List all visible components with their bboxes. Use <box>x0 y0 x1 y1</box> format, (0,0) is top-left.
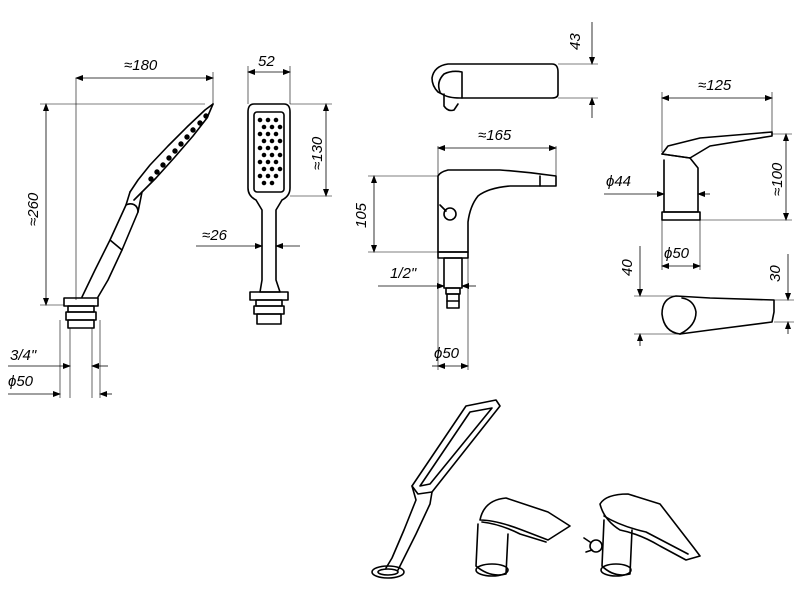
hand-shower-side-view: ≈180 ≈260 3/4" ϕ50 <box>8 57 214 398</box>
dim-mixer-body-dia: ϕ44 <box>606 173 631 190</box>
spout-top-view: 43 <box>431 22 598 118</box>
mixer-top-view: 40 30 <box>619 246 794 346</box>
hand-shower-front-view: 52 ≈130 ≈26 <box>196 53 332 325</box>
dim-mixer-length: ≈125 <box>698 77 732 94</box>
dim-head-height: ≈130 <box>309 136 326 170</box>
dim-mixer-base-dia: ϕ50 <box>664 245 690 262</box>
dim-hose-thread: 3/4" <box>10 347 37 364</box>
dim-hand-length: ≈180 <box>124 57 158 74</box>
dim-spout-thread: 1/2" <box>390 265 417 282</box>
dim-head-width: 52 <box>258 53 275 70</box>
dim-handle-width: ≈26 <box>202 227 228 244</box>
mixer-side-view: ≈125 ≈100 ϕ44 ϕ50 <box>604 77 792 270</box>
dim-hand-height: ≈260 <box>25 192 42 226</box>
dim-spout-length: ≈165 <box>478 127 512 144</box>
dim-mixer-height: ≈100 <box>769 162 786 196</box>
side-nozzles <box>148 113 209 182</box>
spout-side-view: ≈165 105 1/2" ϕ50 <box>353 127 557 370</box>
dim-spout-top-height: 43 <box>567 33 584 50</box>
dim-spout-height: 105 <box>353 202 370 228</box>
dim-hand-base-dia: ϕ50 <box>8 373 34 390</box>
dim-lever-tip: 30 <box>767 265 784 282</box>
mixer-perspective <box>475 497 571 577</box>
dim-spout-base-dia: ϕ50 <box>434 345 460 362</box>
front-nozzle-grid <box>257 117 283 186</box>
hand-shower-perspective <box>371 399 501 579</box>
dim-lever-thickness: 40 <box>619 259 636 276</box>
spout-perspective <box>583 493 701 577</box>
